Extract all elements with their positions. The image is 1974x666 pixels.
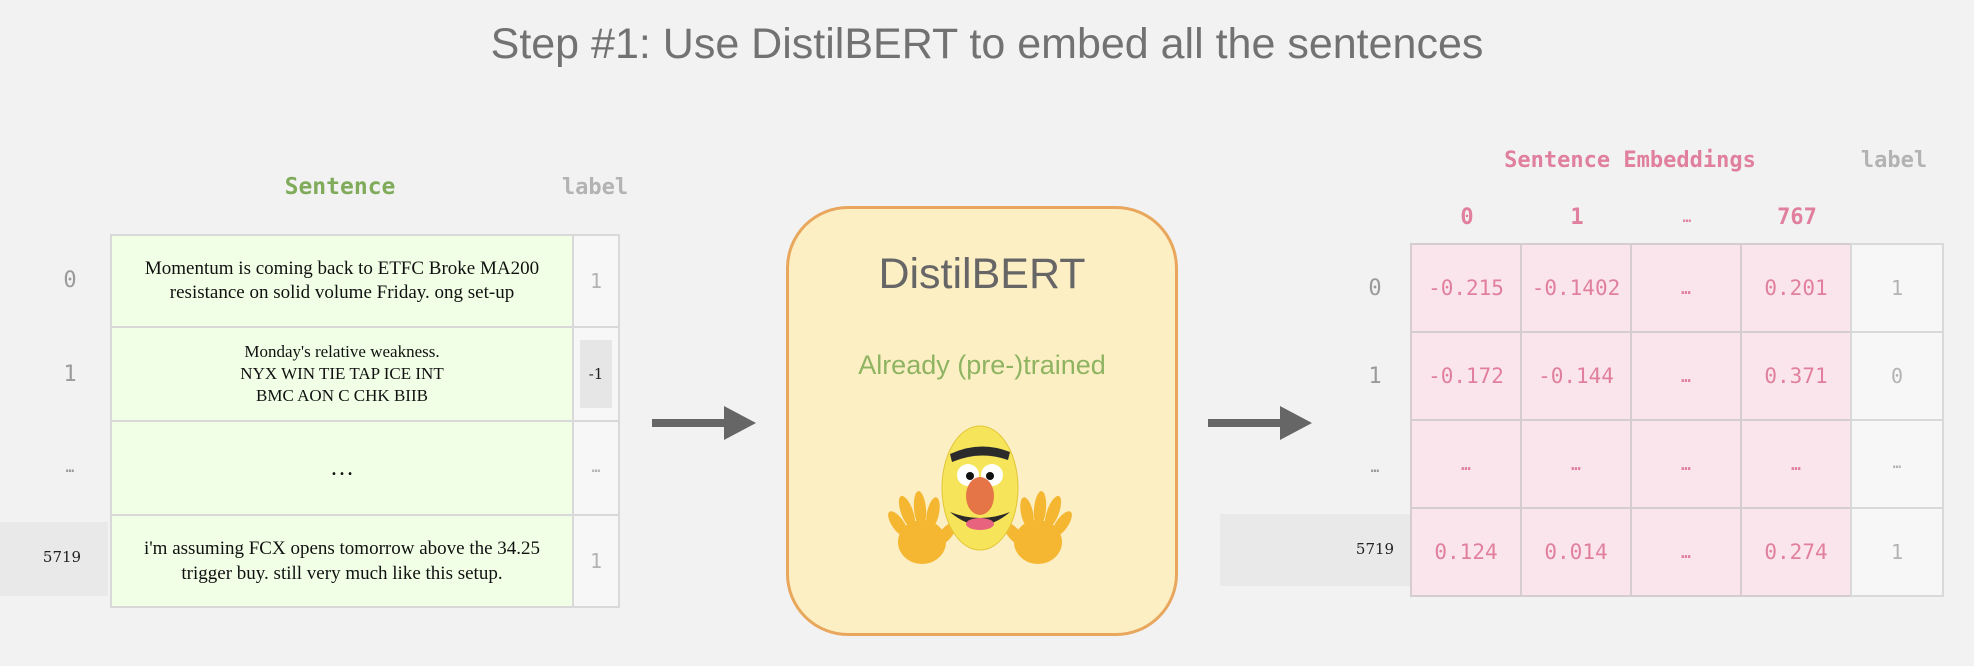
embedding-cell: … <box>1630 419 1742 509</box>
label-cell: 0 <box>1850 331 1944 421</box>
embedding-cell: 0.014 <box>1520 507 1632 597</box>
embedding-cell: … <box>1630 243 1742 333</box>
embedding-cell: -0.144 <box>1520 331 1632 421</box>
embedding-cell: … <box>1630 331 1742 421</box>
model-subtitle: Already (pre-)trained <box>858 350 1106 380</box>
embedding-column-header: … <box>1682 210 1692 226</box>
embedding-cell: … <box>1630 507 1742 597</box>
bert-mascot-icon <box>888 425 1072 564</box>
distilbert-model-box <box>786 206 1178 636</box>
sentence-cell: Monday's relative weakness. NYX WIN TIE … <box>110 326 574 422</box>
label-cell: 1 <box>1850 243 1944 333</box>
output-row-index: 0 <box>1368 276 1382 301</box>
output-label-column-header: label <box>1860 148 1928 173</box>
input-row-index: 0 <box>63 268 77 293</box>
input-row-index: 5719 <box>42 548 82 566</box>
input-row-index: 1 <box>63 362 77 387</box>
sentence-cell: i'm assuming FCX opens tomorrow above th… <box>110 514 574 608</box>
label-cell: … <box>572 420 620 516</box>
row-index-shade <box>1220 514 1410 586</box>
output-row-index: … <box>1370 460 1380 476</box>
sentence-cell: … <box>110 420 574 516</box>
output-row-index: 1 <box>1368 364 1382 389</box>
right-arrow-icon <box>1208 406 1312 440</box>
row-index-shade <box>0 522 108 596</box>
embedding-column-header: 1 <box>1570 205 1584 230</box>
right-arrow-icon <box>652 406 756 440</box>
label-cell: 1 <box>572 234 620 328</box>
left-hand-icon <box>888 491 957 564</box>
model-name: DistilBERT <box>878 250 1086 298</box>
label-cell: 1 <box>572 514 620 608</box>
embedding-cell: … <box>1520 419 1632 509</box>
label-cell: … <box>1850 419 1944 509</box>
label-cell: -1 <box>572 326 620 422</box>
embedding-cell: … <box>1740 419 1852 509</box>
embedding-cell: -0.172 <box>1410 331 1522 421</box>
embedding-cell: … <box>1410 419 1522 509</box>
output-row-index: 5719 <box>1355 540 1395 558</box>
embedding-cell: 0.124 <box>1410 507 1522 597</box>
embeddings-header: Sentence Embeddings <box>1504 148 1756 173</box>
page-title: Step #1: Use DistilBERT to embed all the… <box>490 20 1484 68</box>
sentence-cell: Momentum is coming back to ETFC Broke MA… <box>110 234 574 328</box>
label-cell: 1 <box>1850 507 1944 597</box>
embedding-column-header: 767 <box>1777 205 1817 230</box>
sentence-column-header: Sentence <box>284 174 396 200</box>
embedding-cell: -0.1402 <box>1520 243 1632 333</box>
embedding-cell: -0.215 <box>1410 243 1522 333</box>
input-row-index: … <box>65 460 75 476</box>
label-value: -1 <box>580 340 612 408</box>
embedding-cell: 0.201 <box>1740 243 1852 333</box>
input-label-column-header: label <box>561 175 629 200</box>
embedding-cell: 0.371 <box>1740 331 1852 421</box>
embedding-column-header: 0 <box>1460 205 1474 230</box>
embedding-cell: 0.274 <box>1740 507 1852 597</box>
